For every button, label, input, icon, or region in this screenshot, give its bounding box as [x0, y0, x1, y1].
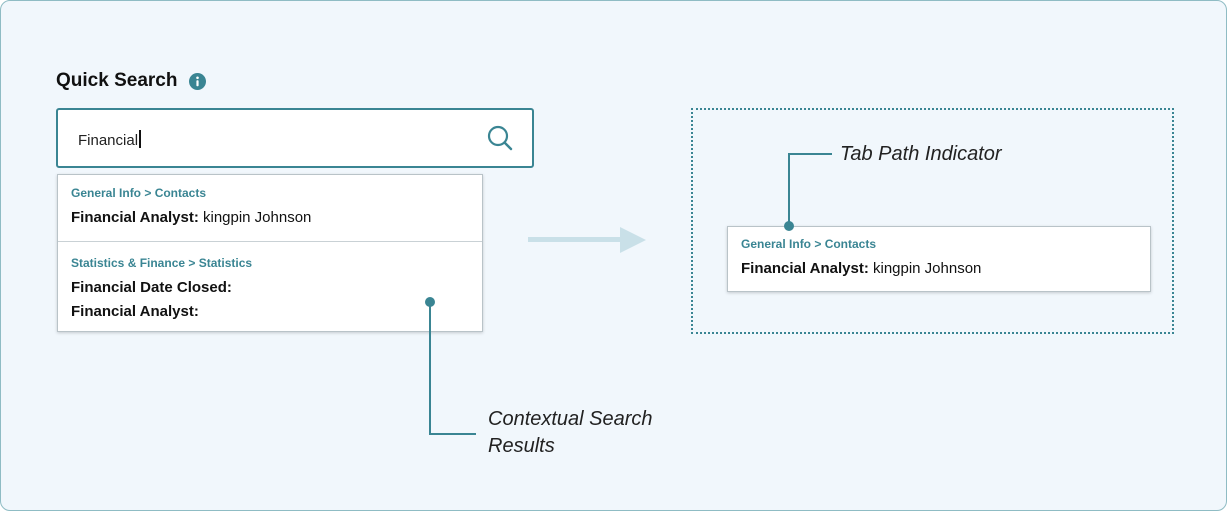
- info-icon[interactable]: [189, 73, 206, 90]
- field-label: Financial Analyst:: [741, 260, 869, 277]
- preview-region: [691, 108, 1174, 334]
- tab-path: Statistics & Finance > Statistics: [71, 256, 253, 270]
- contextual-results-label: Contextual Search Results: [488, 406, 653, 460]
- result-line: Financial Analyst: kingpin Johnson: [71, 209, 311, 226]
- tab-path: General Info > Contacts: [71, 186, 207, 200]
- contextual-results-label-line2: Results: [488, 435, 555, 457]
- tab-path-indicator-label: Tab Path Indicator: [840, 143, 1002, 165]
- search-result-item[interactable]: Statistics & Finance > Statistics Financ…: [58, 242, 482, 331]
- result-line: Financial Date Closed:: [71, 279, 232, 296]
- quick-search-title: Quick Search: [56, 70, 178, 91]
- search-results-dropdown: General Info > Contacts Financial Analys…: [57, 174, 483, 332]
- field-value: kingpin Johnson: [872, 260, 982, 277]
- search-result-item[interactable]: General Info > Contacts Financial Analys…: [58, 175, 482, 242]
- field-label: Financial Analyst:: [71, 303, 199, 320]
- search-icon[interactable]: [486, 124, 514, 152]
- flow-arrow: [528, 227, 646, 253]
- field-value: kingpin Johnson: [202, 209, 312, 226]
- result-line: Financial Analyst:: [71, 303, 199, 320]
- search-input[interactable]: Financial: [56, 108, 534, 168]
- tab-path: General Info > Contacts: [741, 237, 877, 251]
- field-label: Financial Date Closed:: [71, 279, 232, 296]
- search-input-value[interactable]: Financial: [78, 130, 142, 149]
- field-label: Financial Analyst:: [71, 209, 199, 226]
- contextual-results-label-line1: Contextual Search: [488, 408, 653, 430]
- preview-result-card: General Info > Contacts Financial Analys…: [727, 226, 1151, 292]
- text-caret: [139, 130, 142, 148]
- result-line: Financial Analyst: kingpin Johnson: [741, 260, 981, 277]
